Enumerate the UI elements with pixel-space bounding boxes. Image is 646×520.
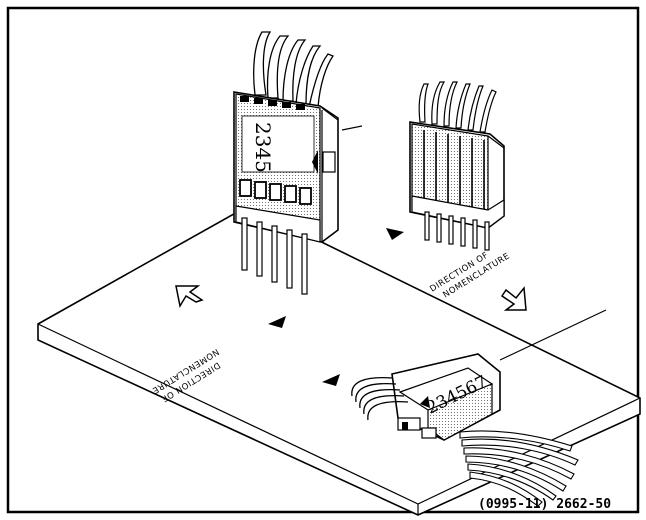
seven-pin-connector: [409, 81, 505, 251]
polarity-arrowhead-board-lower: [322, 374, 340, 386]
direction-arrow-left-icon: [175, 285, 204, 309]
board-connector-wires: [459, 430, 579, 507]
five-pin-polarity-triangle: [312, 150, 318, 174]
five-pin-header-pins: [241, 217, 308, 295]
seven-pin-wires: [418, 81, 497, 133]
polarity-arrowhead-right-connector: [386, 228, 404, 240]
seven-pin-polarity-triangle: [420, 396, 430, 408]
polarity-arrowhead-board-center: [268, 316, 286, 328]
board-guide-line: [499, 309, 607, 361]
direction-arrow-right-icon: [500, 286, 527, 311]
figure-caption: (0995-11) 2662-50: [478, 497, 611, 512]
five-pin-connector: 2345: [233, 31, 363, 243]
board-mounted-connector: 234567: [351, 353, 579, 507]
five-pin-nomenclature: 2345: [251, 122, 275, 173]
five-pin-wires: [253, 31, 335, 108]
